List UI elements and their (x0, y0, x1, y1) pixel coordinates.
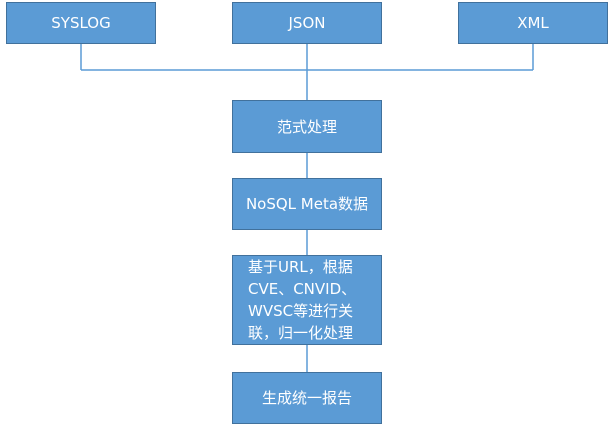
input-box-syslog: SYSLOG (6, 2, 156, 44)
input-label-xml: XML (517, 14, 549, 32)
step-box-report: 生成统一报告 (232, 372, 382, 424)
step-label-normalization: 范式处理 (276, 117, 337, 136)
step-label-nosql-meta: NoSQL Meta数据 (245, 195, 369, 213)
input-box-json: JSON (232, 2, 382, 44)
step-box-nosql-meta: NoSQL Meta数据 (232, 178, 382, 230)
step-label-correlation: 基于URL，根据 CVE、CNVID、 WVSC等进行关 联，归一化处理 (248, 258, 357, 342)
input-label-syslog: SYSLOG (51, 14, 111, 32)
input-label-json: JSON (288, 14, 326, 32)
step-box-correlation: 基于URL，根据 CVE、CNVID、 WVSC等进行关 联，归一化处理 (232, 255, 382, 345)
step-box-normalization: 范式处理 (232, 100, 382, 153)
input-box-xml: XML (458, 2, 608, 44)
step-label-report: 生成统一报告 (261, 389, 352, 407)
